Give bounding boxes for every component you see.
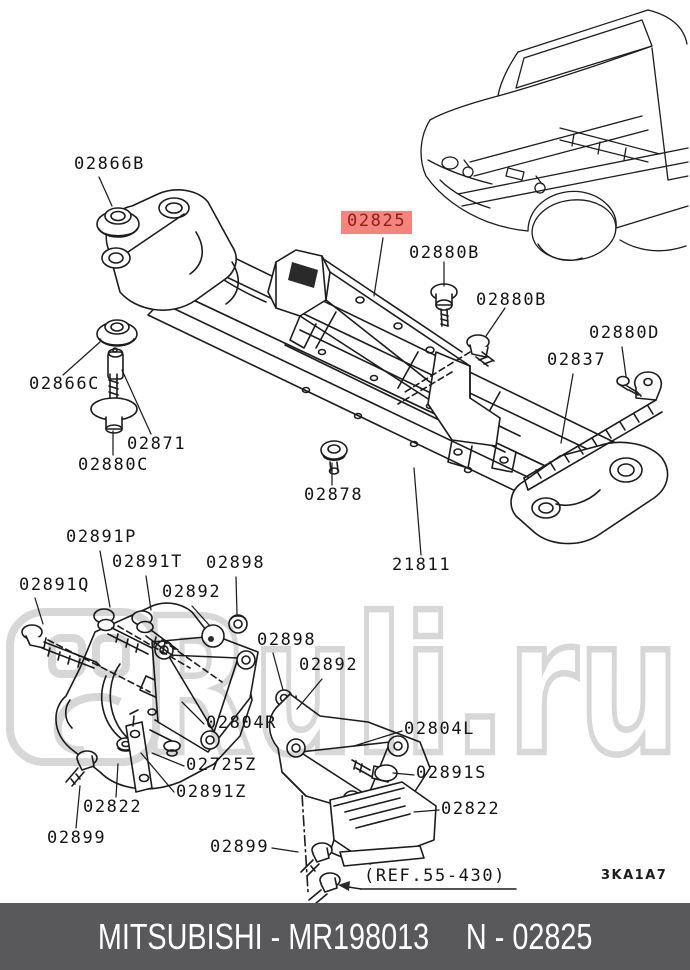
part-label-02899-right: 02899 bbox=[210, 837, 270, 857]
part-label-02822-right: 02822 bbox=[441, 799, 501, 819]
part-label-02878: 02878 bbox=[304, 485, 364, 505]
part-label-02866c: 02866C bbox=[29, 374, 101, 394]
upper-fasteners-art bbox=[91, 208, 641, 474]
part-label-02898-1: 02898 bbox=[206, 553, 266, 573]
part-label-02891s: 02891S bbox=[416, 763, 488, 783]
part-label-02880d: 02880D bbox=[589, 323, 661, 343]
part-label-02892-1: 02892 bbox=[162, 582, 222, 602]
part-label-02880c: 02880C bbox=[78, 455, 150, 475]
part-label-02899-left: 02899 bbox=[47, 828, 107, 848]
part-label-02837: 02837 bbox=[547, 350, 607, 370]
footer-bar: MITSUBISHI - MR198013 N - 02825 bbox=[0, 903, 690, 970]
part-label-02871: 02871 bbox=[127, 434, 187, 454]
bracket-02825-art bbox=[268, 250, 516, 472]
ref-note: (REF.55-430) bbox=[364, 866, 507, 886]
part-label-02804r: 02804R bbox=[206, 713, 278, 733]
brace-02837-art bbox=[524, 372, 662, 490]
part-label-02880b-2: 02880B bbox=[476, 290, 548, 310]
part-label-21811: 21811 bbox=[392, 555, 452, 575]
footer-brand-part: MITSUBISHI - MR198013 bbox=[97, 915, 429, 957]
part-label-02725z: 02725Z bbox=[186, 755, 258, 775]
part-label-02825-highlighted: 02825 bbox=[341, 211, 413, 234]
part-label-02891p: 02891P bbox=[66, 527, 138, 547]
part-label-02898-2: 02898 bbox=[257, 630, 317, 650]
part-label-02804l: 02804L bbox=[404, 719, 476, 739]
car-location-sketch bbox=[421, 10, 688, 264]
mount-center-cluster-art bbox=[269, 690, 516, 904]
footer-text: MITSUBISHI - MR198013 N - 02825 bbox=[98, 916, 593, 958]
part-label-02866b: 02866B bbox=[74, 154, 146, 174]
watermark-logo-icon bbox=[10, 612, 156, 762]
part-label-02891t: 02891T bbox=[112, 552, 184, 572]
part-label-02892-2: 02892 bbox=[299, 655, 359, 675]
part-label-02880b-1: 02880B bbox=[409, 243, 481, 263]
footer-number: N - 02825 bbox=[465, 915, 593, 957]
part-label-02822-left: 02822 bbox=[83, 797, 143, 817]
part-label-02891z: 02891Z bbox=[176, 782, 248, 802]
watermark: Ruli.ru bbox=[10, 575, 683, 800]
part-label-02891q: 02891Q bbox=[19, 575, 91, 595]
watermark-text: Ruli.ru bbox=[142, 578, 680, 797]
sheet-code: 3KA1A7 bbox=[601, 868, 668, 883]
